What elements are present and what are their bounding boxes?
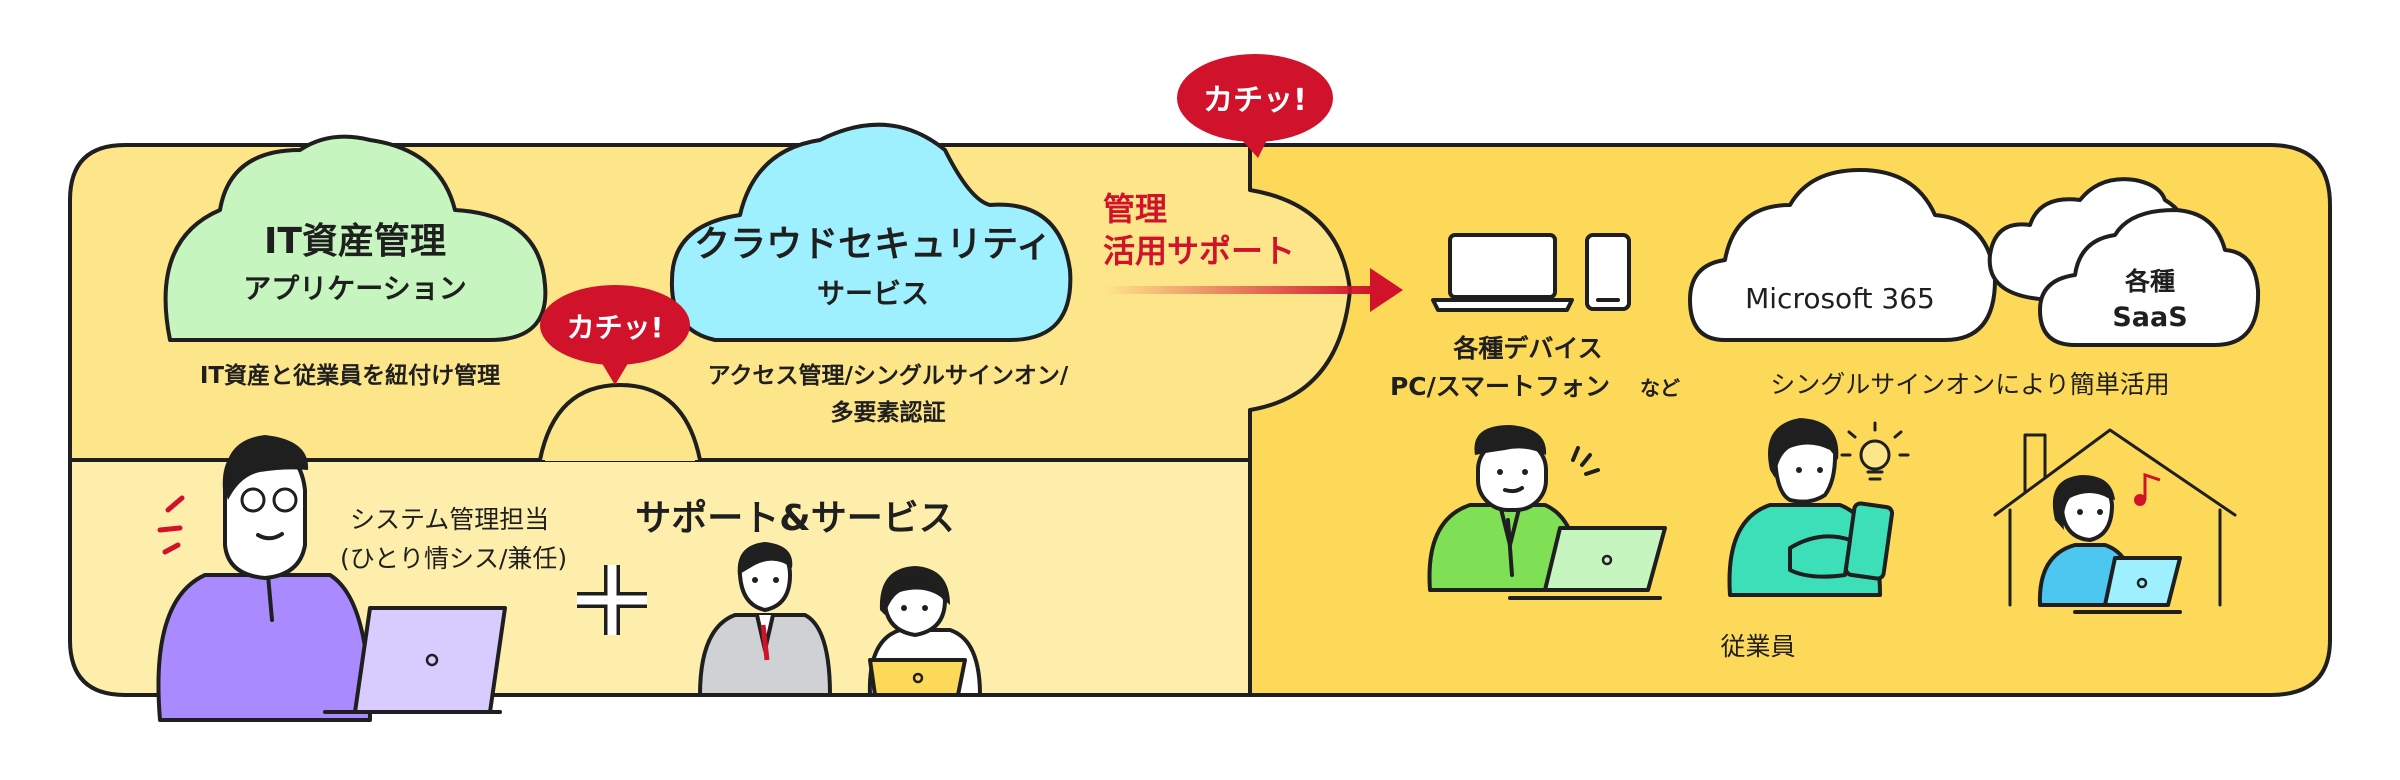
top-click-badge: カチッ! [1177, 54, 1333, 158]
it-asset-title: IT資産管理 [264, 221, 446, 262]
support-arrow-line1: 管理 [1103, 190, 1167, 228]
lightbulb-icon [1840, 421, 1910, 481]
admin-person [156, 435, 507, 722]
it-asset-cloud: IT資産管理 アプリケーション IT資産と従業員を紐付け管理 [163, 134, 548, 389]
support-arrow-line2: 活用サポート [1103, 232, 1295, 270]
microsoft-label: Microsoft 365 [1745, 282, 1935, 315]
saas-cloud: 各種 SaaS [1987, 177, 2261, 347]
plus-icon [577, 565, 647, 635]
saas-label-1: 各種 [2124, 267, 2175, 296]
devices-label-2: PC/スマートフォン [1390, 372, 1610, 401]
support-staff-man [698, 542, 832, 697]
security-cloud: クラウドセキュリティ サービス アクセス管理/シングルサインオン/ 多要素認証 [669, 122, 1073, 426]
support-arrow: 管理 活用サポート [1103, 190, 1403, 312]
svg-text:PC/スマートフォン: PC/スマートフォン [1390, 372, 1610, 401]
admin-label-1: システム管理担当 [350, 505, 549, 534]
middle-badge-text: カチッ! [567, 311, 664, 344]
it-asset-caption: IT資産と従業員を紐付け管理 [200, 362, 500, 389]
employee-remote [1993, 428, 2237, 614]
smartphone-icon [1585, 233, 1631, 311]
security-subtitle: サービス [817, 277, 929, 310]
employees-label: 従業員 [1720, 632, 1795, 661]
middle-click-badge: カチッ! [540, 285, 690, 385]
devices-label-suffix: など [1640, 376, 1680, 400]
security-caption-2: 多要素認証 [831, 399, 946, 426]
sso-caption: シングルサインオンにより簡単活用 [1770, 370, 2170, 399]
house-icon [1993, 428, 2237, 607]
employee-laptop [1427, 425, 1667, 600]
devices: 各種デバイス PC/スマートフォン など [1390, 233, 1680, 401]
employee-smartphone [1727, 418, 1910, 597]
support-service-title: サポート&サービス [635, 497, 954, 539]
laptop-icon [1431, 233, 1574, 312]
devices-label-1: 各種デバイス [1452, 334, 1602, 363]
top-badge-text: カチッ! [1203, 83, 1307, 118]
security-title: クラウドセキュリティ [694, 224, 1052, 265]
music-note-icon [2134, 472, 2161, 506]
saas-label-2: SaaS [2112, 302, 2187, 333]
support-staff-woman [867, 566, 982, 697]
security-caption-1: アクセス管理/シングルサインオン/ [708, 362, 1069, 389]
it-asset-subtitle: アプリケーション [243, 272, 466, 305]
admin-label-2: (ひとり情シス/兼任) [340, 544, 567, 573]
